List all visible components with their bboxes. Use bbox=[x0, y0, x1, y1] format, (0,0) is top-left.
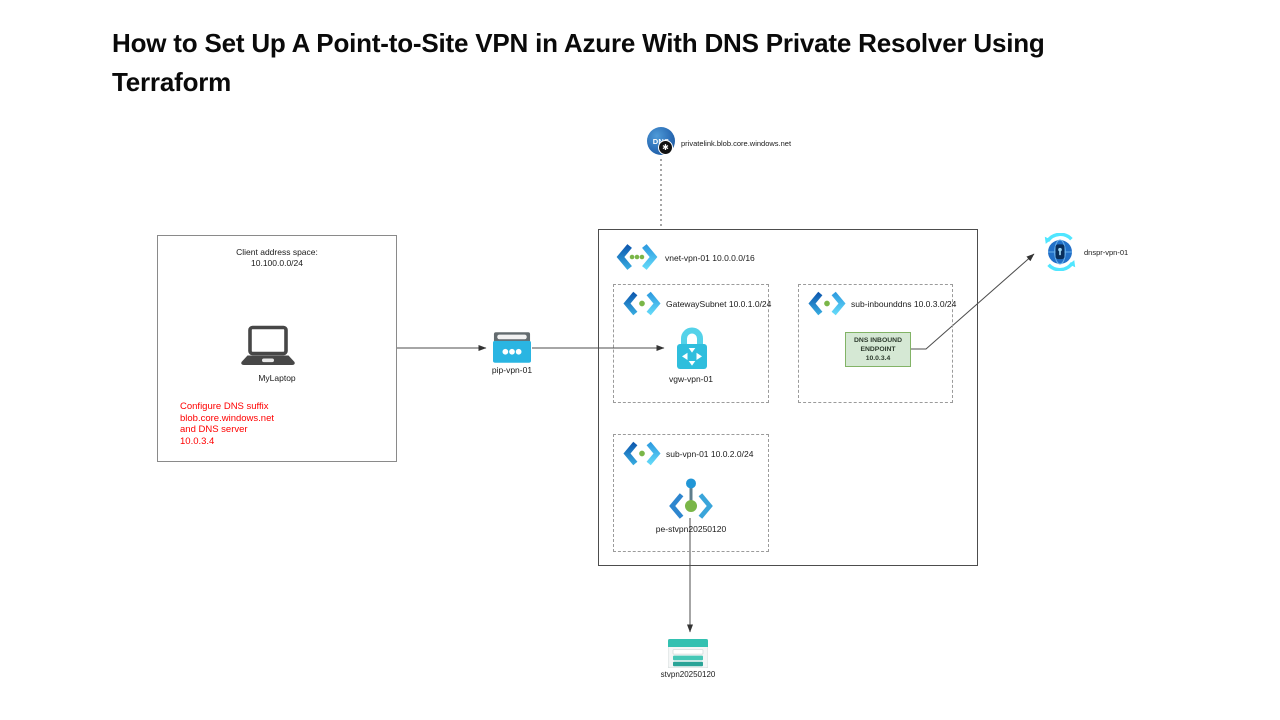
subnet-icon bbox=[807, 291, 847, 316]
storage-account-icon bbox=[668, 639, 708, 668]
vnet-box: vnet-vpn-01 10.0.0.0/16 GatewaySubnet 10… bbox=[598, 229, 978, 566]
vpn-gateway-icon bbox=[672, 325, 712, 371]
client-address-space-box: Client address space: 10.100.0.0/24 MyLa… bbox=[157, 235, 397, 462]
private-endpoint-label: pe-stvpn20250120 bbox=[655, 524, 727, 534]
page-title: How to Set Up A Point-to-Site VPN in Azu… bbox=[112, 28, 1045, 97]
vpn-subnet-label: sub-vpn-01 10.0.2.0/24 bbox=[666, 449, 754, 459]
dns-subnet-box: sub-inbounddns 10.0.3.0/24 DNS INBOUND E… bbox=[798, 284, 957, 403]
public-ip-label: pip-vpn-01 bbox=[491, 365, 533, 375]
private-endpoint-icon bbox=[664, 475, 718, 522]
subnet-icon bbox=[622, 291, 662, 316]
dns-config-note: Configure DNS suffix blob.core.windows.n… bbox=[180, 401, 274, 447]
client-address-label: Client address space: 10.100.0.0/24 bbox=[236, 247, 318, 268]
dns-inbound-endpoint-box: DNS INBOUND ENDPOINT 10.0.3.4 bbox=[845, 332, 911, 367]
dns-private-resolver-icon bbox=[1041, 233, 1079, 271]
vpn-subnet-box: sub-vpn-01 10.0.2.0/24 pe-stvpn20250120 bbox=[613, 434, 769, 552]
laptop-icon bbox=[239, 325, 297, 368]
laptop-label: MyLaptop bbox=[258, 373, 296, 383]
gateway-subnet-box: GatewaySubnet 10.0.1.0/24 vgw-vpn-01 bbox=[613, 284, 772, 403]
vnet-label: vnet-vpn-01 10.0.0.0/16 bbox=[665, 253, 755, 263]
private-dns-zone-label: privatelink.blob.core.windows.net bbox=[681, 139, 792, 148]
dns-private-resolver-label: dnspr-vpn-01 bbox=[1084, 248, 1129, 257]
virtual-network-icon bbox=[615, 243, 659, 271]
vpn-gateway-label: vgw-vpn-01 bbox=[669, 374, 713, 384]
dns-subnet-label: sub-inbounddns 10.0.3.0/24 bbox=[851, 299, 957, 309]
public-ip-icon bbox=[493, 332, 531, 363]
star-badge-icon: ✱ bbox=[658, 140, 673, 155]
gateway-subnet-label: GatewaySubnet 10.0.1.0/24 bbox=[666, 299, 772, 309]
subnet-icon bbox=[622, 441, 662, 466]
storage-account-label: stvpn20250120 bbox=[660, 670, 716, 679]
